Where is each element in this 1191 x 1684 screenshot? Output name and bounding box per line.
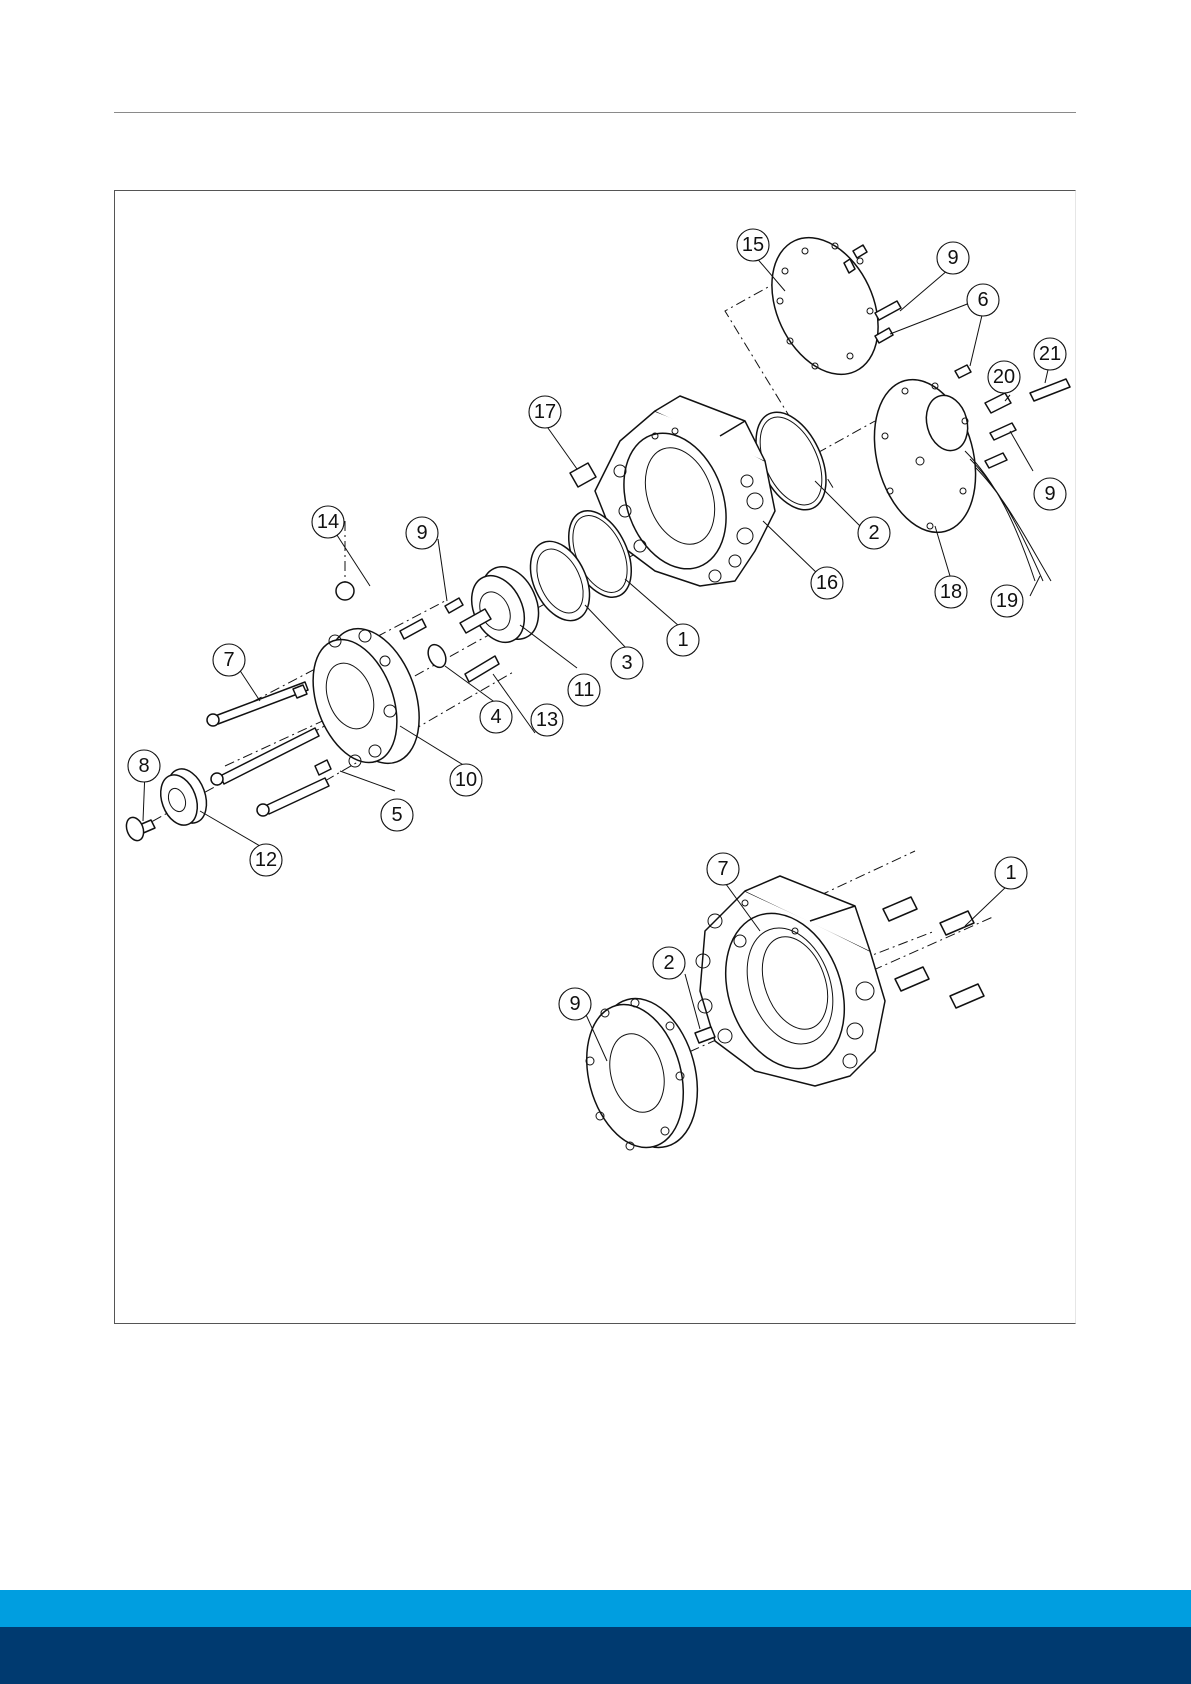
top-assembly: 15 9 6 21 20 17 9 2 18 19 16 14 9 1 3 11… xyxy=(123,220,1070,876)
callout-12: 12 xyxy=(250,844,282,876)
svg-text:1: 1 xyxy=(1005,862,1016,884)
svg-text:6: 6 xyxy=(977,289,988,311)
cover-plate xyxy=(751,220,899,391)
exploded-view-drawing: 15 9 6 21 20 17 9 2 18 19 16 14 9 1 3 11… xyxy=(115,191,1077,1325)
footer-band-dark xyxy=(0,1627,1191,1684)
svg-text:16: 16 xyxy=(816,572,838,594)
callout-8: 8 xyxy=(128,750,160,782)
svg-text:15: 15 xyxy=(742,234,764,256)
callout-13: 13 xyxy=(531,704,563,736)
callout-16: 16 xyxy=(811,567,843,599)
callout-9-top: 9 xyxy=(937,242,969,274)
callout-bottom-7: 7 xyxy=(707,853,739,885)
screw-5 xyxy=(315,760,331,775)
svg-text:13: 13 xyxy=(536,709,558,731)
callout-14: 14 xyxy=(312,506,344,538)
threaded-insert xyxy=(400,619,426,639)
fitting-20 xyxy=(985,393,1011,413)
cables xyxy=(965,451,1051,581)
callout-15: 15 xyxy=(737,229,769,261)
ball-14 xyxy=(336,582,354,600)
callout-9-middle: 9 xyxy=(406,517,438,549)
callout-5: 5 xyxy=(381,799,413,831)
svg-text:10: 10 xyxy=(455,769,477,791)
pin-9-middle xyxy=(445,598,463,613)
svg-text:4: 4 xyxy=(490,706,501,728)
svg-text:2: 2 xyxy=(868,522,879,544)
callout-17: 17 xyxy=(529,396,561,428)
pin-upper xyxy=(875,301,901,320)
callout-10: 10 xyxy=(450,764,482,796)
callout-bottom-1: 1 xyxy=(995,857,1027,889)
svg-text:3: 3 xyxy=(621,652,632,674)
svg-text:9: 9 xyxy=(947,247,958,269)
plug-17 xyxy=(570,463,596,487)
bottom-flange xyxy=(572,987,713,1159)
front-flange xyxy=(297,616,436,776)
end-cap-12 xyxy=(154,764,213,831)
svg-text:7: 7 xyxy=(223,649,234,671)
callout-19: 19 xyxy=(991,585,1023,617)
callout-2: 2 xyxy=(858,517,890,549)
bottom-pin-2 xyxy=(695,1027,715,1043)
svg-text:9: 9 xyxy=(569,993,580,1015)
svg-text:1: 1 xyxy=(677,629,688,651)
callout-9-right: 9 xyxy=(1034,478,1066,510)
long-screw-middle xyxy=(220,728,319,784)
svg-text:19: 19 xyxy=(996,590,1018,612)
bottom-assembly: 7 1 2 9 xyxy=(559,851,1027,1159)
callout-11: 11 xyxy=(568,674,600,706)
svg-text:9: 9 xyxy=(416,522,427,544)
callout-7-top: 7 xyxy=(213,644,245,676)
callout-21: 21 xyxy=(1034,338,1066,370)
bottom-screw-2 xyxy=(940,911,974,935)
callout-18: 18 xyxy=(935,576,967,608)
screw-13 xyxy=(465,656,499,682)
footer-band-light xyxy=(0,1590,1191,1627)
svg-text:2: 2 xyxy=(663,952,674,974)
screw-6-lower xyxy=(955,365,971,378)
svg-text:8: 8 xyxy=(138,755,149,777)
header-rule xyxy=(114,112,1076,113)
bottom-screw-4 xyxy=(950,984,984,1008)
callout-4: 4 xyxy=(480,701,512,733)
svg-text:20: 20 xyxy=(993,366,1015,388)
callout-bottom-2: 2 xyxy=(653,947,685,979)
svg-text:17: 17 xyxy=(534,401,556,423)
svg-text:21: 21 xyxy=(1039,343,1061,365)
svg-text:7: 7 xyxy=(717,858,728,880)
svg-text:12: 12 xyxy=(255,849,277,871)
bottom-screw-3 xyxy=(895,967,929,991)
svg-text:11: 11 xyxy=(574,679,595,701)
callout-1: 1 xyxy=(667,624,699,656)
pin-9-right xyxy=(990,423,1016,440)
bottom-housing xyxy=(696,876,885,1086)
svg-text:5: 5 xyxy=(391,804,402,826)
callout-bottom-9: 9 xyxy=(559,988,591,1020)
exploded-view-figure: 15 9 6 21 20 17 9 2 18 19 16 14 9 1 3 11… xyxy=(114,190,1076,1324)
callout-6: 6 xyxy=(967,284,999,316)
svg-text:18: 18 xyxy=(940,581,962,603)
svg-text:9: 9 xyxy=(1044,483,1055,505)
callout-3: 3 xyxy=(611,647,643,679)
callout-20: 20 xyxy=(988,361,1020,393)
bottom-screw-1 xyxy=(883,897,917,921)
long-screw-lower xyxy=(265,778,329,814)
screw-right-small xyxy=(985,453,1007,468)
screw-21 xyxy=(1030,379,1070,401)
svg-text:14: 14 xyxy=(317,511,339,533)
